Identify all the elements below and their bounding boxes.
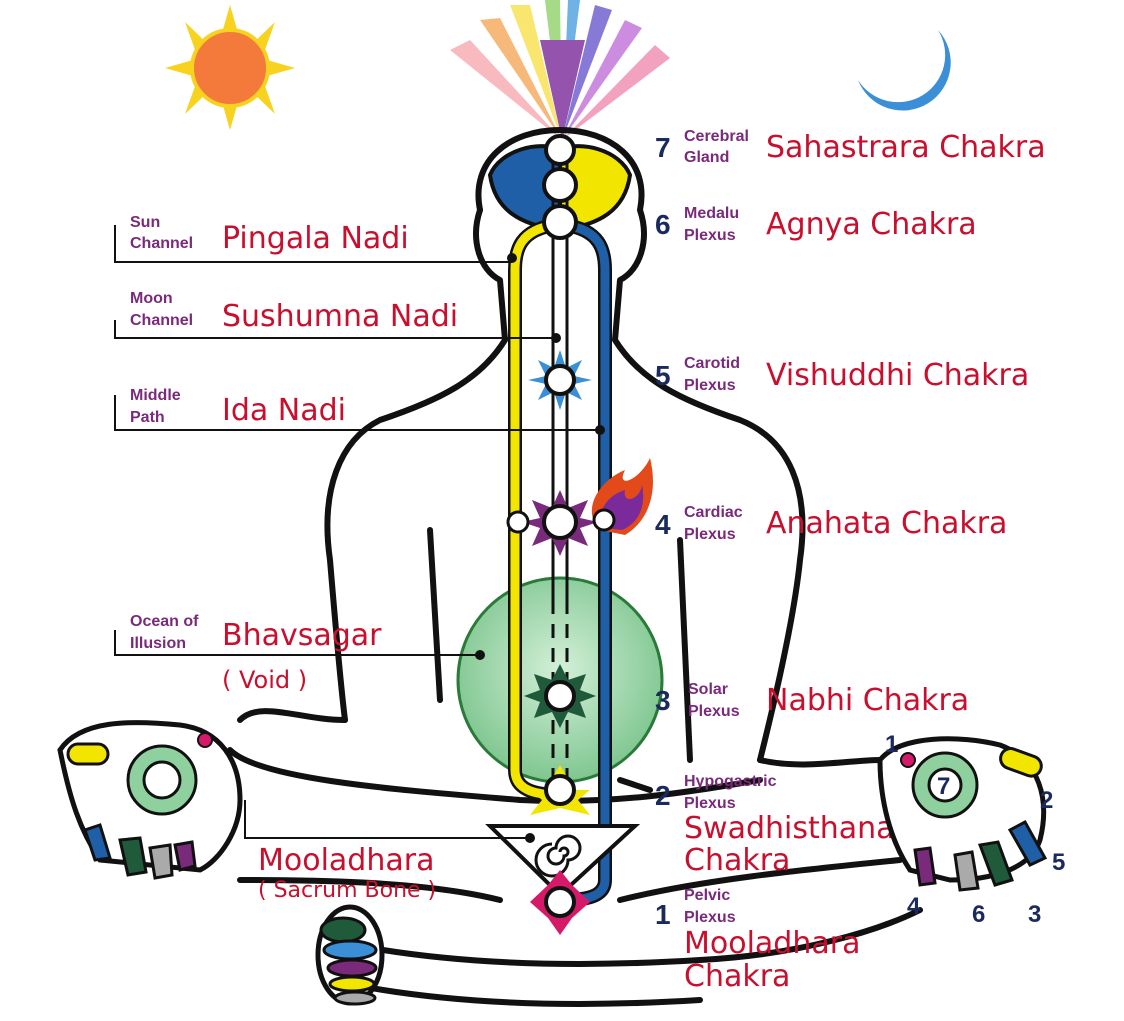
- node-swadhisthana: [544, 774, 576, 806]
- svg-text:Ocean of: Ocean of: [130, 613, 199, 630]
- node-nabhi: [544, 680, 576, 712]
- svg-text:Sushumna Nadi: Sushumna Nadi: [222, 299, 458, 334]
- svg-text:Middle: Middle: [130, 387, 181, 404]
- svg-text:Medalu: Medalu: [684, 205, 739, 222]
- svg-text:2: 2: [655, 780, 671, 811]
- svg-text:Cerebral: Cerebral: [684, 128, 749, 145]
- svg-text:6: 6: [655, 209, 671, 240]
- hand-num-6: 6: [972, 901, 985, 928]
- svg-text:Plexus: Plexus: [684, 795, 736, 812]
- node-sahastrara: [544, 134, 576, 166]
- svg-text:Plexus: Plexus: [684, 909, 736, 926]
- left-fist: [315, 904, 385, 1006]
- svg-text:( Void ): ( Void ): [222, 666, 307, 694]
- chakra-label-3: 3 Solar Plexus Nabhi Chakra: [655, 681, 969, 720]
- flame-icon: [591, 458, 653, 535]
- svg-text:Sahastrara Chakra: Sahastrara Chakra: [766, 130, 1046, 165]
- svg-text:Anahata Chakra: Anahata Chakra: [766, 506, 1007, 541]
- svg-text:Channel: Channel: [130, 312, 193, 329]
- svg-text:Channel: Channel: [130, 235, 193, 252]
- sun-icon: [165, 5, 295, 130]
- hand-num-4: 4: [907, 893, 921, 920]
- label-mooladhara-left: Mooladhara ( Sacrum Bone ): [258, 843, 436, 903]
- svg-text:Plexus: Plexus: [684, 526, 736, 543]
- svg-text:Illusion: Illusion: [130, 635, 186, 652]
- svg-text:Hypogastric: Hypogastric: [684, 773, 777, 790]
- label-ida: Middle Path Ida Nadi: [130, 387, 346, 428]
- svg-text:Mooladhara: Mooladhara: [258, 843, 434, 878]
- svg-text:Cardiac: Cardiac: [684, 504, 743, 521]
- svg-text:( Sacrum Bone ): ( Sacrum Bone ): [258, 878, 436, 903]
- node-anahata: [542, 504, 578, 540]
- svg-text:Gland: Gland: [684, 149, 729, 166]
- svg-text:Swadhisthana: Swadhisthana: [684, 811, 895, 846]
- svg-text:Solar: Solar: [688, 681, 728, 698]
- svg-text:7: 7: [655, 132, 671, 163]
- body-outline: [227, 127, 923, 1007]
- chakra-label-1: 1 Pelvic Plexus Mooladhara Chakra: [655, 887, 860, 994]
- node-anahata-left: [506, 510, 530, 534]
- hand-num-7: 7: [937, 773, 950, 800]
- svg-text:Bhavsagar: Bhavsagar: [222, 618, 382, 653]
- hand-num-5: 5: [1052, 849, 1065, 876]
- left-hand: [57, 720, 243, 880]
- chakra-label-4: 4 Cardiac Plexus Anahata Chakra: [655, 504, 1007, 543]
- svg-text:Agnya Chakra: Agnya Chakra: [766, 207, 977, 242]
- chakra-label-7: 7 Cerebral Gland Sahastrara Chakra: [655, 128, 1046, 166]
- label-bhavsagar: Ocean of Illusion Bhavsagar ( Void ): [130, 613, 382, 694]
- svg-text:Chakra: Chakra: [684, 959, 790, 994]
- svg-text:4: 4: [655, 509, 671, 540]
- svg-text:Ida Nadi: Ida Nadi: [222, 393, 346, 428]
- svg-text:Plexus: Plexus: [688, 703, 740, 720]
- svg-text:3: 3: [655, 685, 671, 716]
- label-sushumna: Moon Channel Sushumna Nadi: [130, 290, 458, 334]
- svg-text:Moon: Moon: [130, 290, 173, 307]
- chakra-nodes: [506, 134, 598, 935]
- hand-num-3: 3: [1028, 901, 1041, 928]
- chakra-label-2: 2 Hypogastric Plexus Swadhisthana Chakra: [655, 773, 895, 878]
- hand-num-2: 2: [1040, 787, 1053, 814]
- node-vishuddhi: [544, 364, 576, 396]
- svg-text:Path: Path: [130, 409, 165, 426]
- chakra-label-6: 6 Medalu Plexus Agnya Chakra: [655, 205, 977, 244]
- node-agnya: [542, 204, 578, 240]
- crown-rays-icon: [450, 0, 670, 140]
- svg-text:1: 1: [655, 899, 671, 930]
- svg-text:Nabhi Chakra: Nabhi Chakra: [766, 683, 969, 718]
- ida-channel-fill: [564, 220, 610, 905]
- svg-text:Pingala Nadi: Pingala Nadi: [222, 221, 409, 256]
- node-mooladhara: [544, 886, 576, 918]
- svg-text:Carotid: Carotid: [684, 355, 740, 372]
- svg-text:Chakra: Chakra: [684, 843, 790, 878]
- svg-text:Mooladhara: Mooladhara: [684, 926, 860, 961]
- kundalini-spiral-icon: [534, 834, 582, 878]
- svg-text:Pelvic: Pelvic: [684, 887, 730, 904]
- svg-text:Plexus: Plexus: [684, 227, 736, 244]
- svg-text:5: 5: [655, 360, 671, 391]
- hand-num-1: 1: [885, 731, 898, 758]
- svg-text:Plexus: Plexus: [684, 377, 736, 394]
- node-head-mid: [542, 167, 578, 203]
- left-leader-lines: [114, 225, 605, 843]
- chakra-label-5: 5 Carotid Plexus Vishuddhi Chakra: [655, 355, 1029, 394]
- svg-text:Sun: Sun: [130, 214, 160, 231]
- right-hand: 1 2 3 4 5 6 7: [877, 731, 1065, 928]
- label-pingala: Sun Channel Pingala Nadi: [130, 214, 409, 256]
- svg-text:Vishuddhi Chakra: Vishuddhi Chakra: [766, 358, 1029, 393]
- moon-icon: [858, 30, 951, 111]
